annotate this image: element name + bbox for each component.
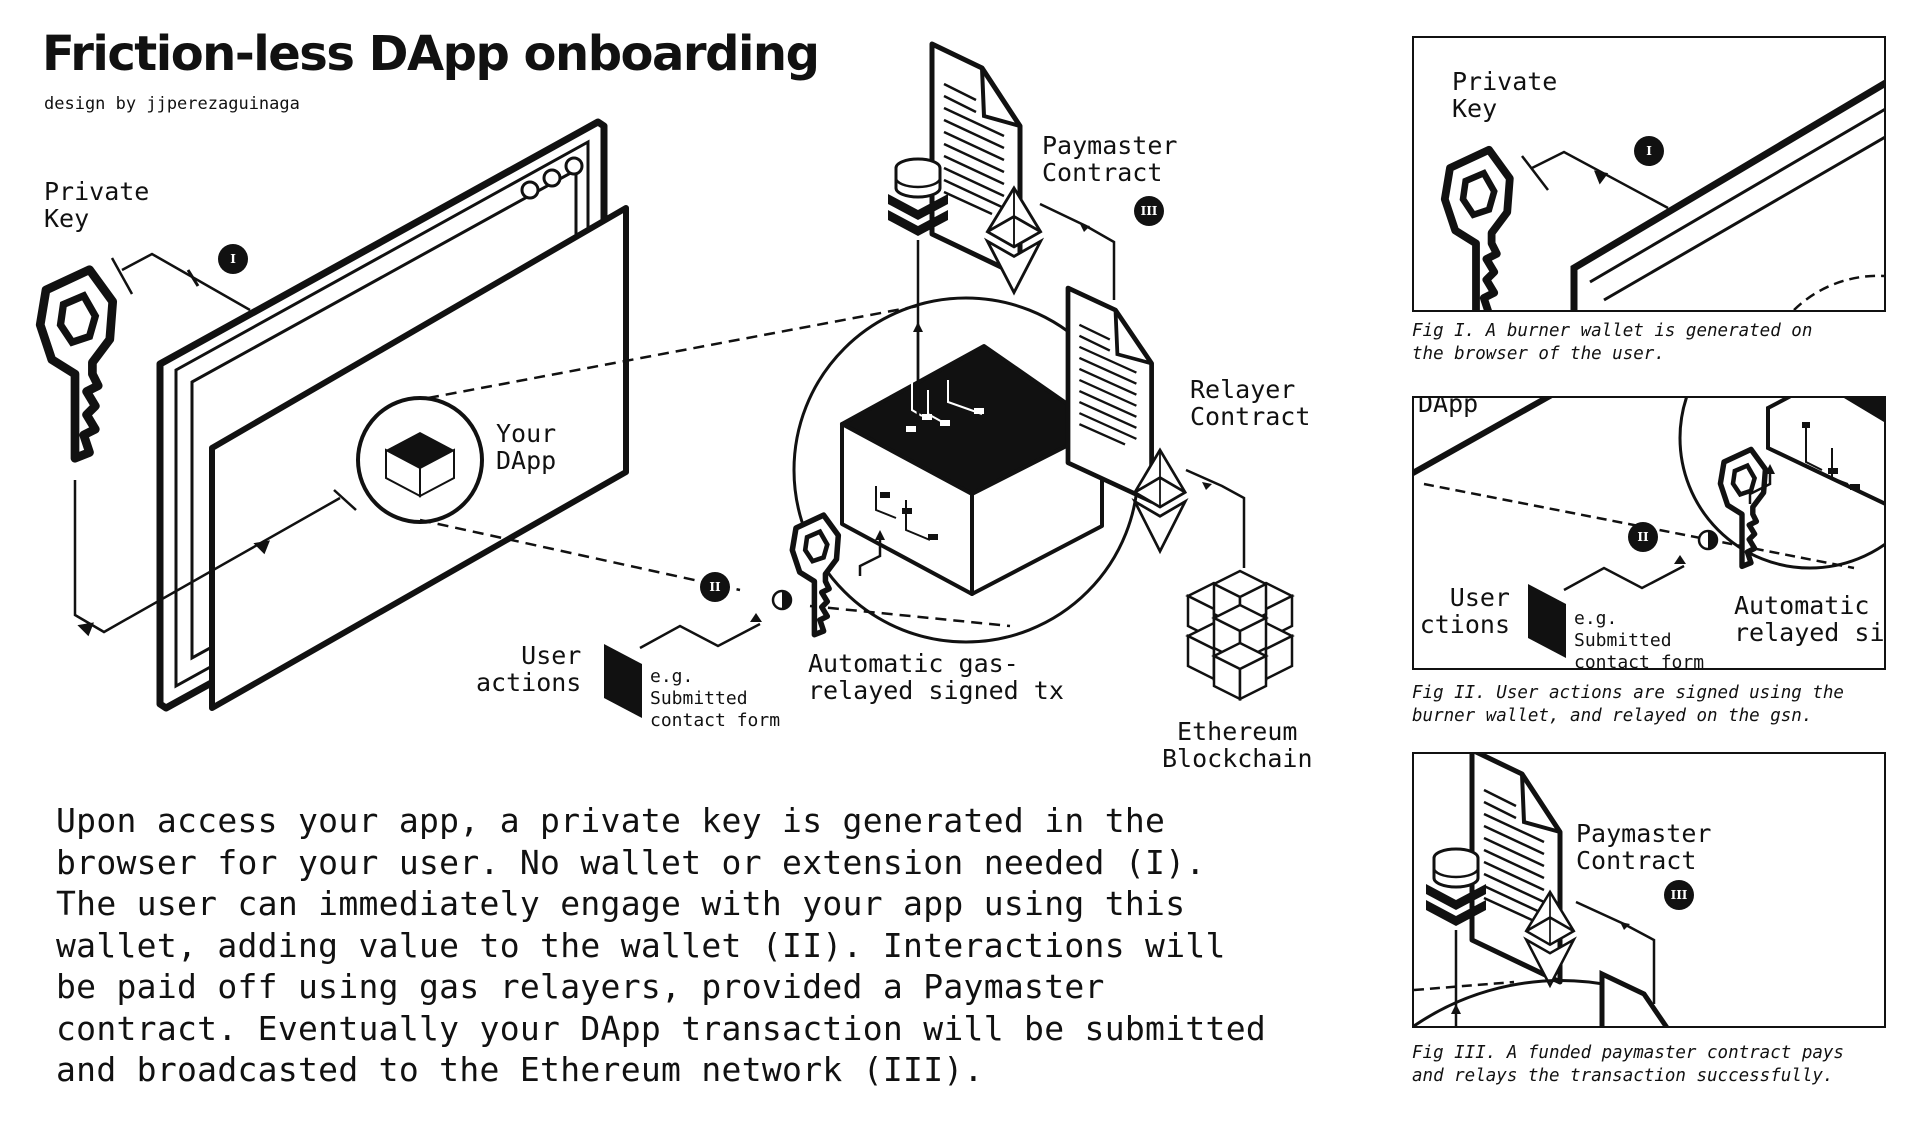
dashed-connectors <box>419 304 1011 628</box>
your-dapp-label: Your DApp <box>496 419 557 475</box>
example-action-label: e.g. Submitted contact form <box>650 666 781 731</box>
paragraph-line: be paid off using gas relayers, provided… <box>56 967 1105 1006</box>
private-key-label: Private Key <box>44 177 150 233</box>
dapp-bubble <box>356 396 484 524</box>
relayer-contract-illustration <box>1068 288 1246 568</box>
figure-2-caption: Fig II. User actions are signed using th… <box>1412 683 1844 726</box>
paragraph-line: The user can immediately engage with you… <box>56 884 1186 923</box>
figure-2-dapp-label: DApp <box>1418 396 1479 418</box>
figure-2-badge: II <box>1628 522 1658 552</box>
paragraph-line: wallet, adding value to the wallet (II).… <box>56 925 1226 965</box>
private-key-connectors <box>73 252 357 637</box>
figure-3-label: Paymaster Contract <box>1576 819 1712 875</box>
user-actions-label: User actions <box>476 641 582 697</box>
paragraph-line: and broadcasted to the Ethereum network … <box>56 1050 984 1089</box>
figure-2-user-actions-label: User ctions <box>1419 583 1510 639</box>
figure-1-label: Private Key <box>1452 67 1558 123</box>
figure-3-panel: Paymaster Contract III <box>1412 752 1886 1028</box>
figure-1-panel: Private Key I <box>1412 36 1886 312</box>
relayer-contract-label: Relayer Contract <box>1190 375 1311 431</box>
paragraph-line: Upon access your app, a private key is g… <box>56 801 1166 840</box>
page-title: Friction-less DApp onboarding <box>42 26 820 82</box>
ethereum-blockchain-illustration <box>1186 569 1294 701</box>
paragraph-line: contract. Eventually your DApp transacti… <box>56 1008 1267 1048</box>
figure-2-illustration <box>1414 398 1884 658</box>
signing-key-illustration <box>771 515 838 635</box>
byline: design by jjperezaguinaga <box>44 94 300 114</box>
automatic-tx-label: Automatic gas- relayed signed tx <box>808 649 1064 705</box>
figure-1-badge: I <box>1634 136 1664 166</box>
step-badge-3: III <box>1134 196 1164 226</box>
figure-1-caption: Fig I. A burner wallet is generated on t… <box>1412 321 1813 364</box>
step-badge-2: II <box>700 572 730 602</box>
private-key-illustration <box>40 270 113 459</box>
figure-2-panel: DApp II User ctions e.g. Submitted conta… <box>1412 396 1886 670</box>
figure-1-illustration <box>1414 79 1884 310</box>
figure-3-badge: III <box>1664 880 1694 910</box>
paymaster-contract-label: Paymaster Contract <box>1042 131 1178 187</box>
ethereum-blockchain-label: Ethereum Blockchain <box>1162 717 1313 773</box>
step-badge-1: I <box>218 244 248 274</box>
paragraph-line: browser for your user. No wallet or exte… <box>56 842 1206 882</box>
user-action-illustration <box>604 530 885 718</box>
figure-2-automatic-label: Automatic relayed si <box>1734 591 1885 647</box>
description-paragraph: Upon access your app, a private key is g… <box>56 800 1356 1091</box>
relay-network-illustration <box>792 240 1140 644</box>
figure-3-caption: Fig III. A funded paymaster contract pay… <box>1412 1043 1844 1086</box>
paymaster-contract-illustration <box>886 44 1116 300</box>
figure-2-example-label: e.g. Submitted contact form <box>1574 608 1705 670</box>
figure-3-illustration <box>1414 754 1669 1026</box>
